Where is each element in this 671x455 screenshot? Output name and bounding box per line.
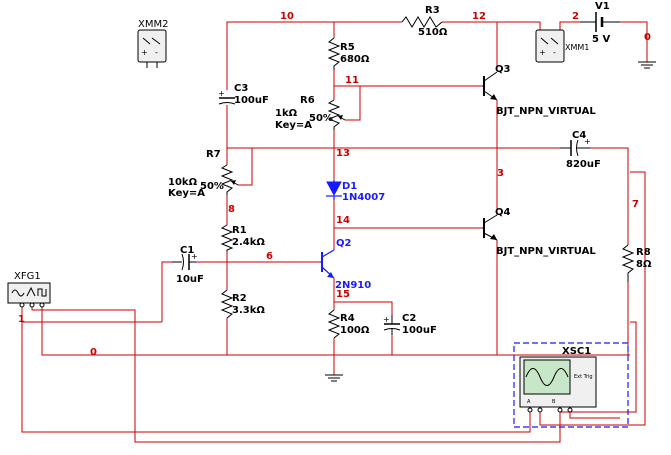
r7-percent: 50% xyxy=(200,181,224,192)
c2-capacitor[interactable]: C2 + 100uF xyxy=(383,313,437,336)
scope-trace xyxy=(525,368,569,386)
r7-label: R7 xyxy=(206,149,221,160)
xsc1-oscilloscope[interactable]: XSC1 Ext Trig A B xyxy=(513,342,629,428)
q3-label: Q3 xyxy=(495,64,511,75)
net-label-8: 8 xyxy=(228,204,235,215)
svg-text:-: - xyxy=(553,48,556,57)
net-label-1: 1 xyxy=(18,314,25,325)
d1-label: D1 xyxy=(342,181,357,192)
net-label-0-bottom: 0 xyxy=(90,347,97,358)
svg-text:-: - xyxy=(155,48,158,57)
r6-label: R6 xyxy=(300,95,315,106)
c2-label: C2 xyxy=(402,313,416,324)
net-label-7: 7 xyxy=(632,199,639,210)
r2-label: R2 xyxy=(232,293,247,304)
q4-transistor[interactable]: Q4 BJT_NPN_VIRTUAL xyxy=(482,207,596,257)
q2-label: Q2 xyxy=(336,238,352,249)
triangle-wave-icon xyxy=(26,286,36,297)
channel-a-label: A xyxy=(527,399,531,405)
r2-value: 3.3kΩ xyxy=(232,305,265,316)
c4-capacitor[interactable]: C4 + 820uF xyxy=(560,130,601,170)
net-label-3: 3 xyxy=(497,168,504,179)
r1-resistor[interactable]: R1 2.4kΩ xyxy=(220,224,265,252)
xmm1-multimeter[interactable]: + - XMM1 xyxy=(535,29,589,63)
wires xyxy=(21,21,648,443)
ground-icon-bottom xyxy=(325,374,343,382)
svg-text:+: + xyxy=(191,252,198,261)
c1-label: C1 xyxy=(180,245,194,256)
r5-value: 680Ω xyxy=(340,54,370,65)
svg-text:+: + xyxy=(141,48,148,57)
net-labels: 10 12 2 0 11 13 3 7 8 6 14 15 0 1 xyxy=(18,11,651,358)
r1-value: 2.4kΩ xyxy=(232,237,265,248)
r7-key: Key=A xyxy=(168,188,205,199)
d1-model: 1N4007 xyxy=(342,192,385,203)
net-label-11: 11 xyxy=(345,75,359,86)
svg-text:+: + xyxy=(383,315,390,324)
r6-percent: 50% xyxy=(309,113,333,124)
svg-text:+: + xyxy=(584,137,591,146)
svg-text:+: + xyxy=(218,89,225,98)
ext-trig-label: Ext Trig xyxy=(574,374,593,380)
xmm2-label: XMM2 xyxy=(138,19,168,30)
r6-value: 1kΩ xyxy=(275,108,298,119)
r4-resistor[interactable]: R4 100Ω xyxy=(327,309,370,339)
channel-b-label: B xyxy=(552,399,556,405)
r2-resistor[interactable]: R2 3.3kΩ xyxy=(220,289,265,319)
v1-battery[interactable]: V1 5 V xyxy=(580,1,620,45)
xmm2-multimeter[interactable]: XMM2 + - xyxy=(137,19,168,68)
r1-label: R1 xyxy=(232,225,247,236)
v1-label: V1 xyxy=(595,1,610,12)
r4-value: 100Ω xyxy=(340,325,370,336)
c3-label: C3 xyxy=(234,83,248,94)
r3-label: R3 xyxy=(425,5,440,16)
d1-diode[interactable]: D1 1N4007 xyxy=(326,180,385,203)
xsc1-label: XSC1 xyxy=(562,346,591,357)
xfg1-function-generator[interactable]: XFG1 xyxy=(7,271,51,308)
xfg1-label: XFG1 xyxy=(14,271,41,282)
net-label-14: 14 xyxy=(336,215,350,226)
r3-value: 510Ω xyxy=(418,27,448,38)
ground-icon-top xyxy=(638,61,656,69)
c2-value: 100uF xyxy=(402,325,437,336)
r6-key: Key=A xyxy=(275,120,312,131)
net-label-13: 13 xyxy=(336,148,350,159)
r4-label: R4 xyxy=(340,313,355,324)
q3-model: BJT_NPN_VIRTUAL xyxy=(496,106,596,117)
net-label-10: 10 xyxy=(280,11,294,22)
svg-text:+: + xyxy=(539,48,546,57)
r6-potentiometer[interactable]: R6 1kΩ Key=A 50% xyxy=(275,95,346,131)
net-label-0-top: 0 xyxy=(644,32,651,43)
r3-resistor[interactable]: R3 510Ω xyxy=(401,5,448,38)
c4-label: C4 xyxy=(572,130,586,141)
c1-value: 10uF xyxy=(176,274,204,285)
q2-model: 2N910 xyxy=(335,280,371,291)
net-label-6: 6 xyxy=(266,251,273,262)
c3-capacitor[interactable]: C3 + 100uF xyxy=(218,83,269,106)
scope-screen xyxy=(523,359,571,395)
square-wave-icon xyxy=(37,288,47,297)
r8-label: R8 xyxy=(636,247,651,258)
xmm1-label: XMM1 xyxy=(565,43,589,52)
r7-value: 10kΩ xyxy=(168,177,198,188)
q3-transistor[interactable]: Q3 BJT_NPN_VIRTUAL xyxy=(482,64,596,117)
net-label-12: 12 xyxy=(472,11,486,22)
r7-potentiometer[interactable]: R7 10kΩ Key=A 50% xyxy=(168,149,239,199)
sine-wave-icon xyxy=(11,289,25,297)
c3-value: 100uF xyxy=(234,95,269,106)
c1-capacitor[interactable]: C1 + 10uF xyxy=(172,245,204,285)
v1-value: 5 V xyxy=(592,34,610,45)
net-label-2: 2 xyxy=(572,11,579,22)
r8-resistor[interactable]: R8 8Ω xyxy=(621,244,652,282)
net-label-15: 15 xyxy=(336,289,350,300)
c4-value: 820uF xyxy=(566,159,601,170)
q4-model: BJT_NPN_VIRTUAL xyxy=(496,246,596,257)
r8-value: 8Ω xyxy=(636,259,652,270)
q2-transistor[interactable]: Q2 2N910 xyxy=(320,238,371,291)
q4-label: Q4 xyxy=(495,207,511,218)
r5-resistor[interactable]: R5 680Ω xyxy=(327,37,370,70)
r5-label: R5 xyxy=(340,42,355,53)
